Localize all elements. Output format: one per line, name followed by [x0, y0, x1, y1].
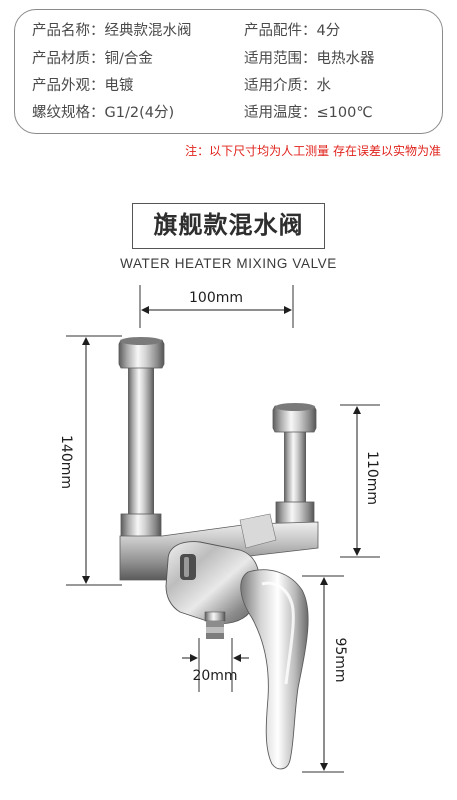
dimension-top-width: 100mm — [139, 285, 294, 328]
dimension-label: 100mm — [189, 290, 243, 306]
dimension-outlet-width: 20mm — [182, 638, 249, 692]
spec-row: 螺纹规格：G1/2(4分) — [32, 104, 174, 122]
dimension-right-height: 110mm — [340, 404, 380, 558]
spec-row: 产品外观：电镀 — [32, 77, 134, 95]
left-pipe — [128, 364, 154, 518]
outlet-thread — [206, 627, 224, 633]
dimension-handle-height: 95mm — [302, 575, 348, 773]
dimension-label: 20mm — [192, 668, 237, 684]
dimension-label: 110mm — [364, 451, 380, 505]
right-pipe — [284, 428, 306, 506]
handle-highlight — [261, 581, 295, 685]
spec-key: 产品配件 — [244, 23, 302, 39]
dimension-label: 140mm — [58, 435, 74, 489]
spec-value: 经典款混水阀 — [104, 23, 192, 39]
spec-separator: ： — [90, 51, 105, 67]
cross-bar-joint — [239, 513, 277, 549]
spec-key: 螺纹规格 — [32, 105, 90, 121]
left-nut-opening — [120, 337, 162, 345]
spec-separator: ： — [90, 23, 105, 39]
mixing-valve-illustration — [118, 337, 319, 770]
outlet-thread — [206, 621, 224, 627]
spec-value: 电镀 — [104, 78, 134, 94]
spec-separator: ： — [302, 23, 317, 39]
right-nut-opening — [275, 403, 315, 411]
spec-separator: ： — [302, 105, 317, 121]
product-title: 旗舰款混水阀 — [132, 203, 325, 249]
spec-key: 适用范围 — [244, 51, 302, 67]
spec-key: 产品外观 — [32, 78, 90, 94]
selector-highlight — [184, 557, 189, 577]
spec-box — [14, 9, 443, 134]
spec-key: 适用温度 — [244, 105, 302, 121]
dimension-left-height: 140mm — [58, 335, 122, 586]
outlet-collar — [204, 611, 226, 622]
left-lower-nut — [120, 513, 162, 539]
spec-row: 产品配件：4分 — [244, 22, 340, 40]
spec-value: ≤100℃ — [316, 105, 373, 121]
spec-row: 产品材质：铜/合金 — [32, 50, 153, 68]
spec-separator: ： — [302, 78, 317, 94]
product-subtitle: WATER HEATER MIXING VALVE — [120, 256, 337, 271]
spec-row: 产品名称：经典款混水阀 — [32, 22, 192, 40]
measurement-note: 注：以下尺寸均为人工测量 存在误差以实物为准 — [185, 144, 441, 158]
dimension-label: 95mm — [332, 637, 348, 682]
spec-row: 适用范围：电热水器 — [244, 50, 375, 68]
spec-value: G1/2(4分) — [104, 105, 175, 121]
outlet-thread — [206, 633, 224, 639]
spec-separator: ： — [90, 105, 105, 121]
spec-row: 适用温度：≤100℃ — [244, 104, 373, 122]
spec-row: 适用介质：水 — [244, 77, 331, 95]
spec-value: 电热水器 — [316, 51, 375, 67]
spec-key: 产品材质 — [32, 51, 90, 67]
spec-value: 水 — [316, 78, 332, 94]
spec-key: 适用介质 — [244, 78, 302, 94]
spec-separator: ： — [90, 78, 105, 94]
lever-handle — [240, 569, 309, 770]
spec-separator: ： — [302, 51, 317, 67]
spec-key: 产品名称 — [32, 23, 90, 39]
spec-value: 4分 — [316, 23, 341, 39]
left-top-nut — [118, 339, 165, 369]
spec-value: 铜/合金 — [104, 51, 153, 67]
